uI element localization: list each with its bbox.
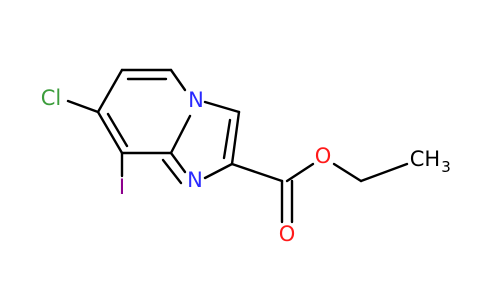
- ester-oxygen-label: O: [315, 144, 332, 168]
- bond-n4-c3: [203, 100, 241, 114]
- bridgehead-nitrogen-label: N: [188, 88, 204, 112]
- bond-ch2-ch3: [359, 162, 409, 183]
- substituent-bonds: [66, 99, 409, 224]
- bond-c7-c8-inner: [106, 112, 129, 148]
- imine-nitrogen-label: N: [187, 168, 203, 192]
- pyridine-ring: [96, 68, 192, 155]
- methyl-ch-label: CH: [410, 147, 440, 171]
- methyl-subscript-label: 3: [441, 158, 451, 176]
- bond-c6-n4: [169, 68, 187, 92]
- bond-c3-c2-inner: [222, 118, 232, 160]
- bond-c2-carbonyl: [230, 162, 284, 183]
- bond-n1-c8a: [169, 151, 187, 174]
- bond-carbonyl-ester-o: [285, 162, 315, 183]
- bond-c8a-n4: [169, 114, 192, 155]
- imidazole-ring: [161, 100, 241, 185]
- methyl-label: CH 3: [410, 147, 451, 176]
- carbonyl-oxygen-label: O: [279, 222, 296, 246]
- bond-c3-c2: [230, 110, 241, 166]
- bond-ester-o-ch2: [332, 162, 363, 183]
- bond-n1-c8a-inner: [161, 158, 183, 185]
- bond-c2-n1: [203, 162, 234, 180]
- atom-labels: Cl I N N O O CH 3: [41, 86, 451, 246]
- bond-c7-cl: [66, 99, 100, 114]
- iodine-label: I: [119, 175, 125, 199]
- chlorine-label: Cl: [41, 86, 62, 110]
- bond-c7-c8: [96, 110, 124, 155]
- bond-c5-c7: [96, 68, 124, 114]
